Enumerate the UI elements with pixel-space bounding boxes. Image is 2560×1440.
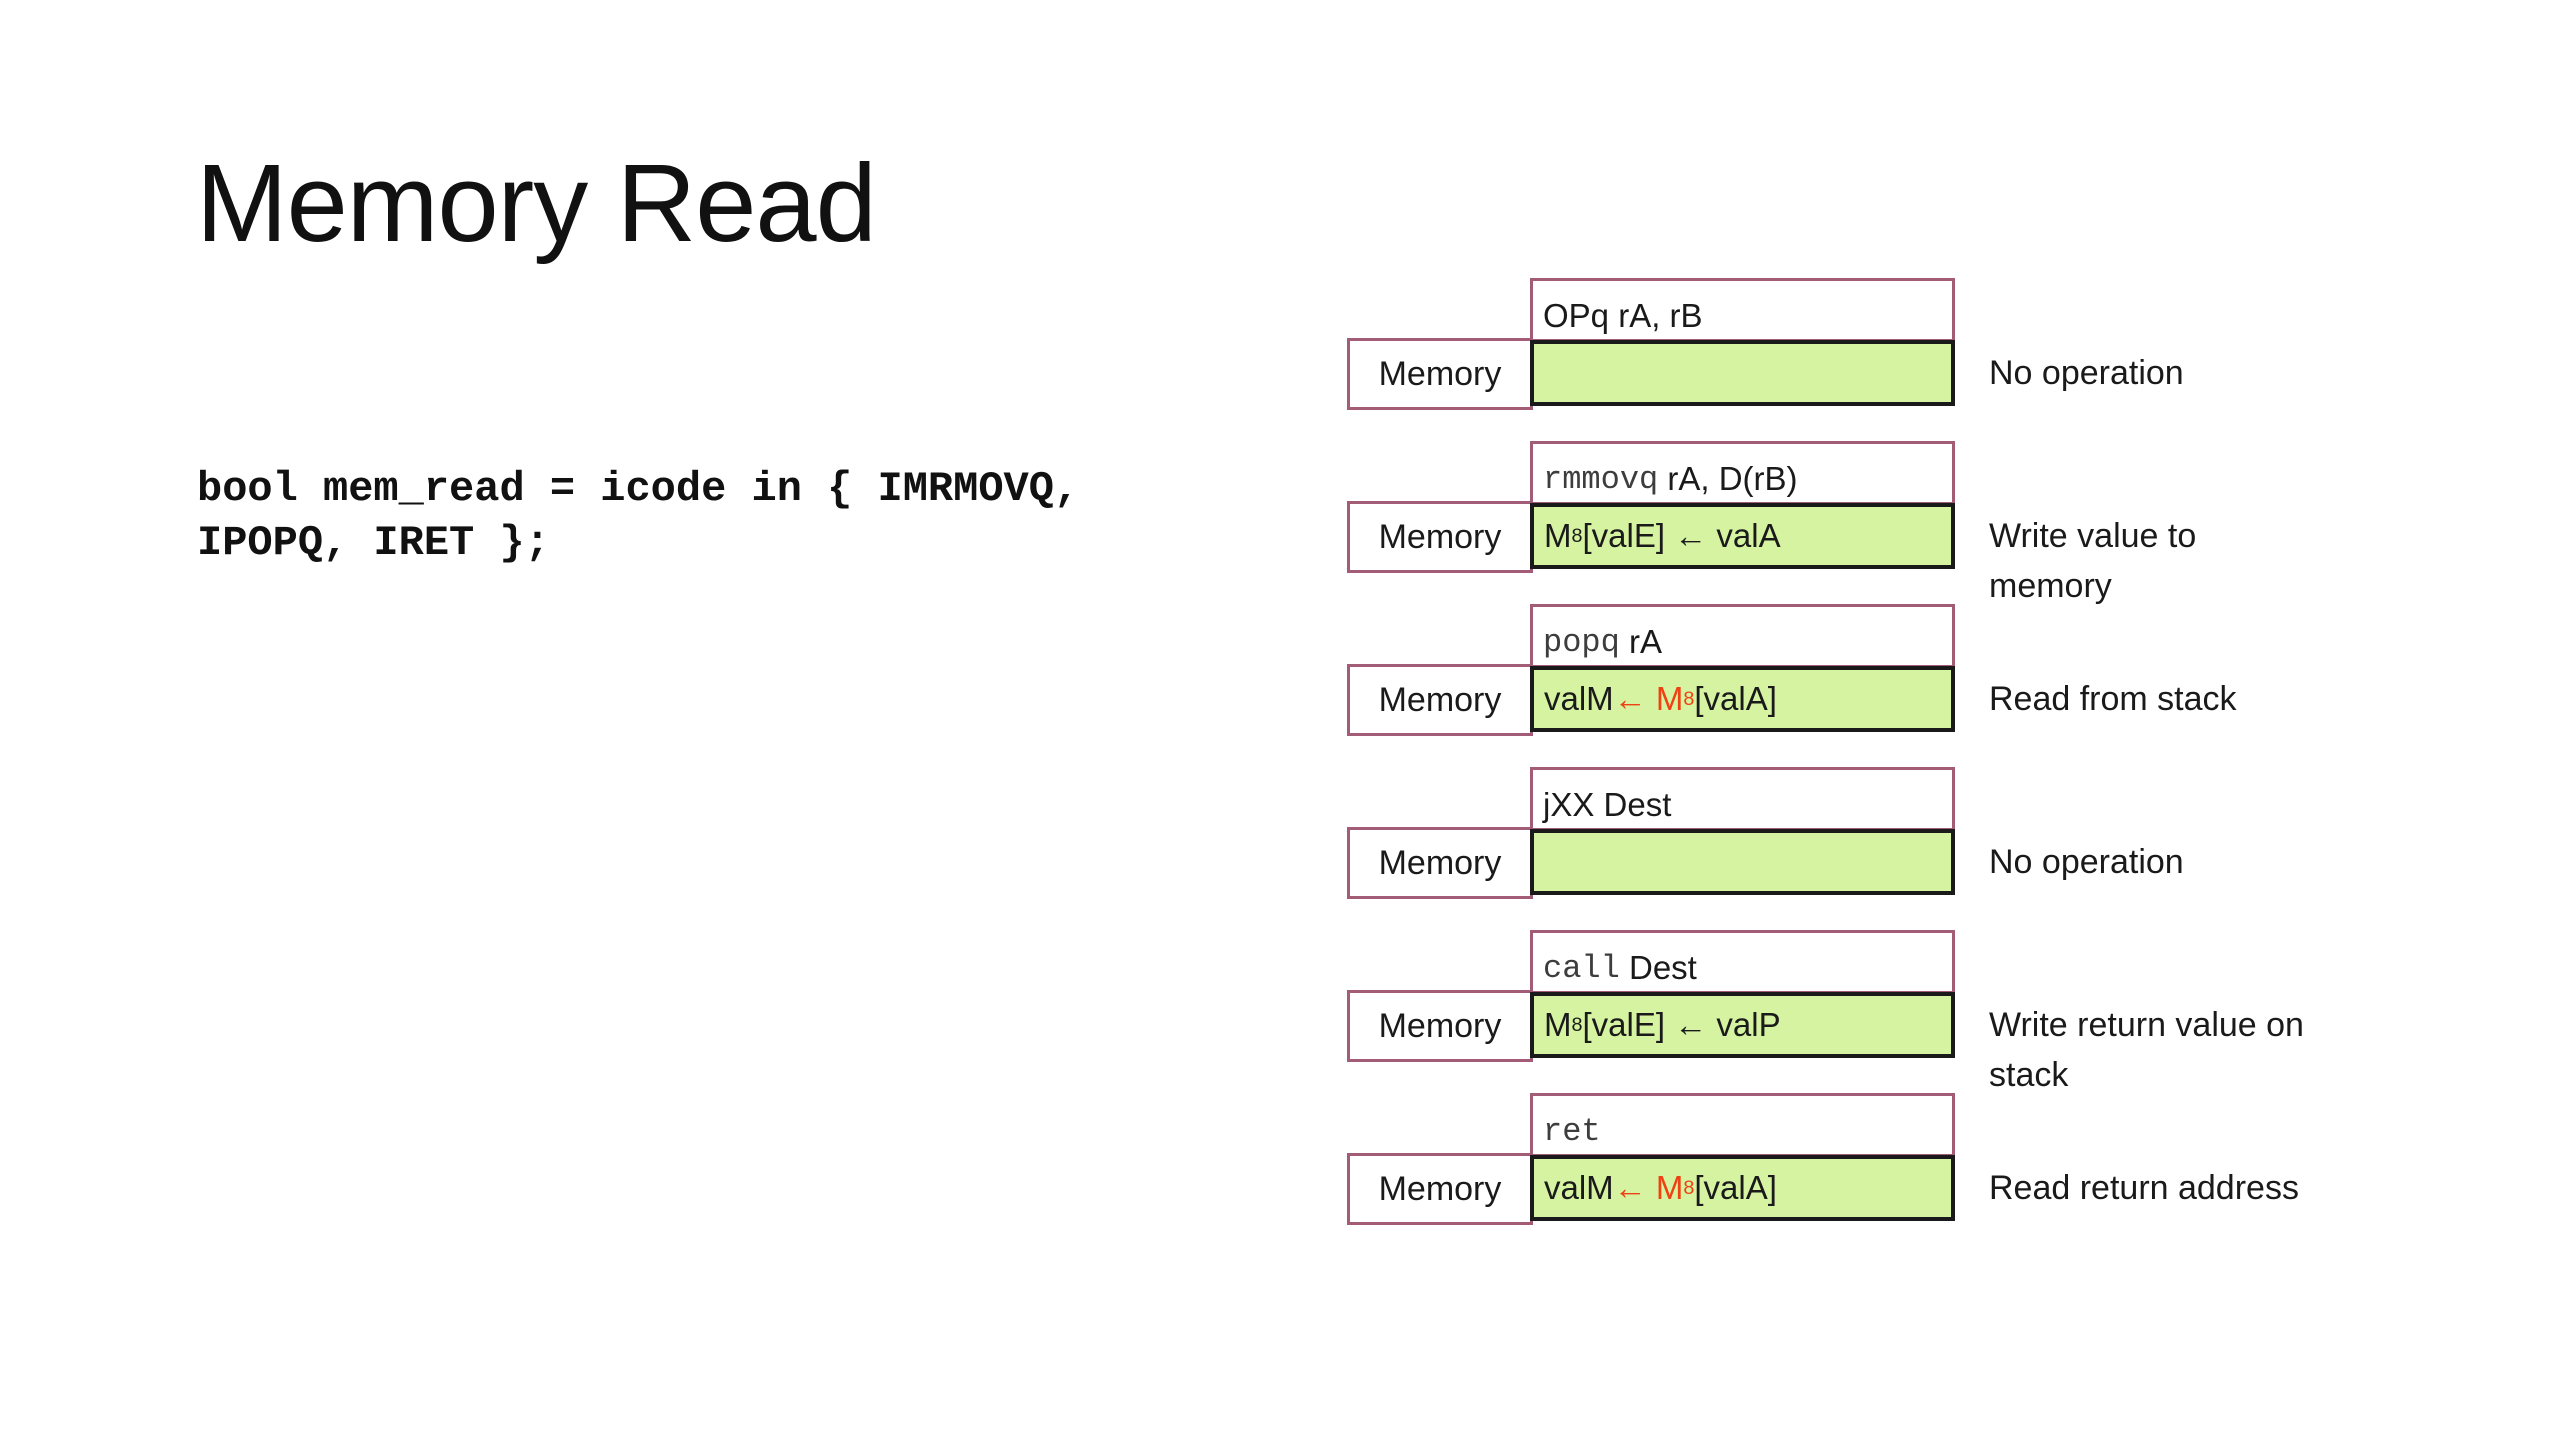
- instruction-name-box: rmmovq rA, D(rB): [1530, 441, 1955, 505]
- memory-operation-box: [1530, 340, 1955, 406]
- memory-label-text: Memory: [1378, 1006, 1502, 1045]
- memory-label-text: Memory: [1378, 843, 1502, 882]
- memory-label-text: Memory: [1378, 517, 1502, 556]
- instruction-block: Memory OPq rA, rB No operation: [1347, 278, 2429, 410]
- instruction-block: Memory jXX Dest No operation: [1347, 767, 2429, 899]
- operation-description: Read return address: [1989, 1169, 2299, 1207]
- instruction-operands: OPq rA, rB: [1543, 297, 1703, 334]
- memory-stage-label: Memory: [1347, 664, 1533, 736]
- instruction-operands: rA: [1619, 623, 1662, 660]
- memory-stage-diagram: Memory OPq rA, rB No operation Memory rm…: [1347, 278, 2429, 1256]
- instruction-mnemonic: rmmovq: [1543, 461, 1659, 498]
- operation-description: Write return value on stack: [1989, 1006, 2304, 1094]
- instruction-mnemonic: popq: [1543, 624, 1620, 661]
- memory-operation-box: [1530, 829, 1955, 895]
- instruction-name-box: call Dest: [1530, 930, 1955, 994]
- memory-stage-label: Memory: [1347, 827, 1533, 899]
- instruction-mnemonic: ret: [1543, 1113, 1601, 1150]
- operation-description: Write value to memory: [1989, 517, 2197, 605]
- code-snippet: bool mem_read = icode in { IMRMOVQ, IPOP…: [197, 465, 1080, 567]
- memory-label-text: Memory: [1378, 680, 1502, 719]
- operation-description: No operation: [1989, 354, 2184, 392]
- instruction-name-box: ret: [1530, 1093, 1955, 1157]
- operation-description: Read from stack: [1989, 680, 2237, 718]
- instruction-name-box: popq rA: [1530, 604, 1955, 668]
- memory-label-text: Memory: [1378, 1169, 1502, 1208]
- memory-stage-label: Memory: [1347, 990, 1533, 1062]
- instruction-name-box: OPq rA, rB: [1530, 278, 1955, 342]
- memory-stage-label: Memory: [1347, 501, 1533, 573]
- instruction-stack: OPq rA, rB: [1530, 278, 1955, 406]
- instruction-operands: rA, D(rB): [1658, 460, 1798, 497]
- page-title: Memory Read: [196, 142, 877, 265]
- memory-label-text: Memory: [1378, 354, 1502, 393]
- instruction-name-box: jXX Dest: [1530, 767, 1955, 831]
- instruction-operands: Dest: [1619, 949, 1697, 986]
- instruction-operands: jXX Dest: [1543, 786, 1672, 823]
- instruction-stack: jXX Dest: [1530, 767, 1955, 895]
- operation-description: No operation: [1989, 843, 2184, 881]
- instruction-mnemonic: call: [1543, 950, 1620, 987]
- memory-stage-label: Memory: [1347, 1153, 1533, 1225]
- memory-stage-label: Memory: [1347, 338, 1533, 410]
